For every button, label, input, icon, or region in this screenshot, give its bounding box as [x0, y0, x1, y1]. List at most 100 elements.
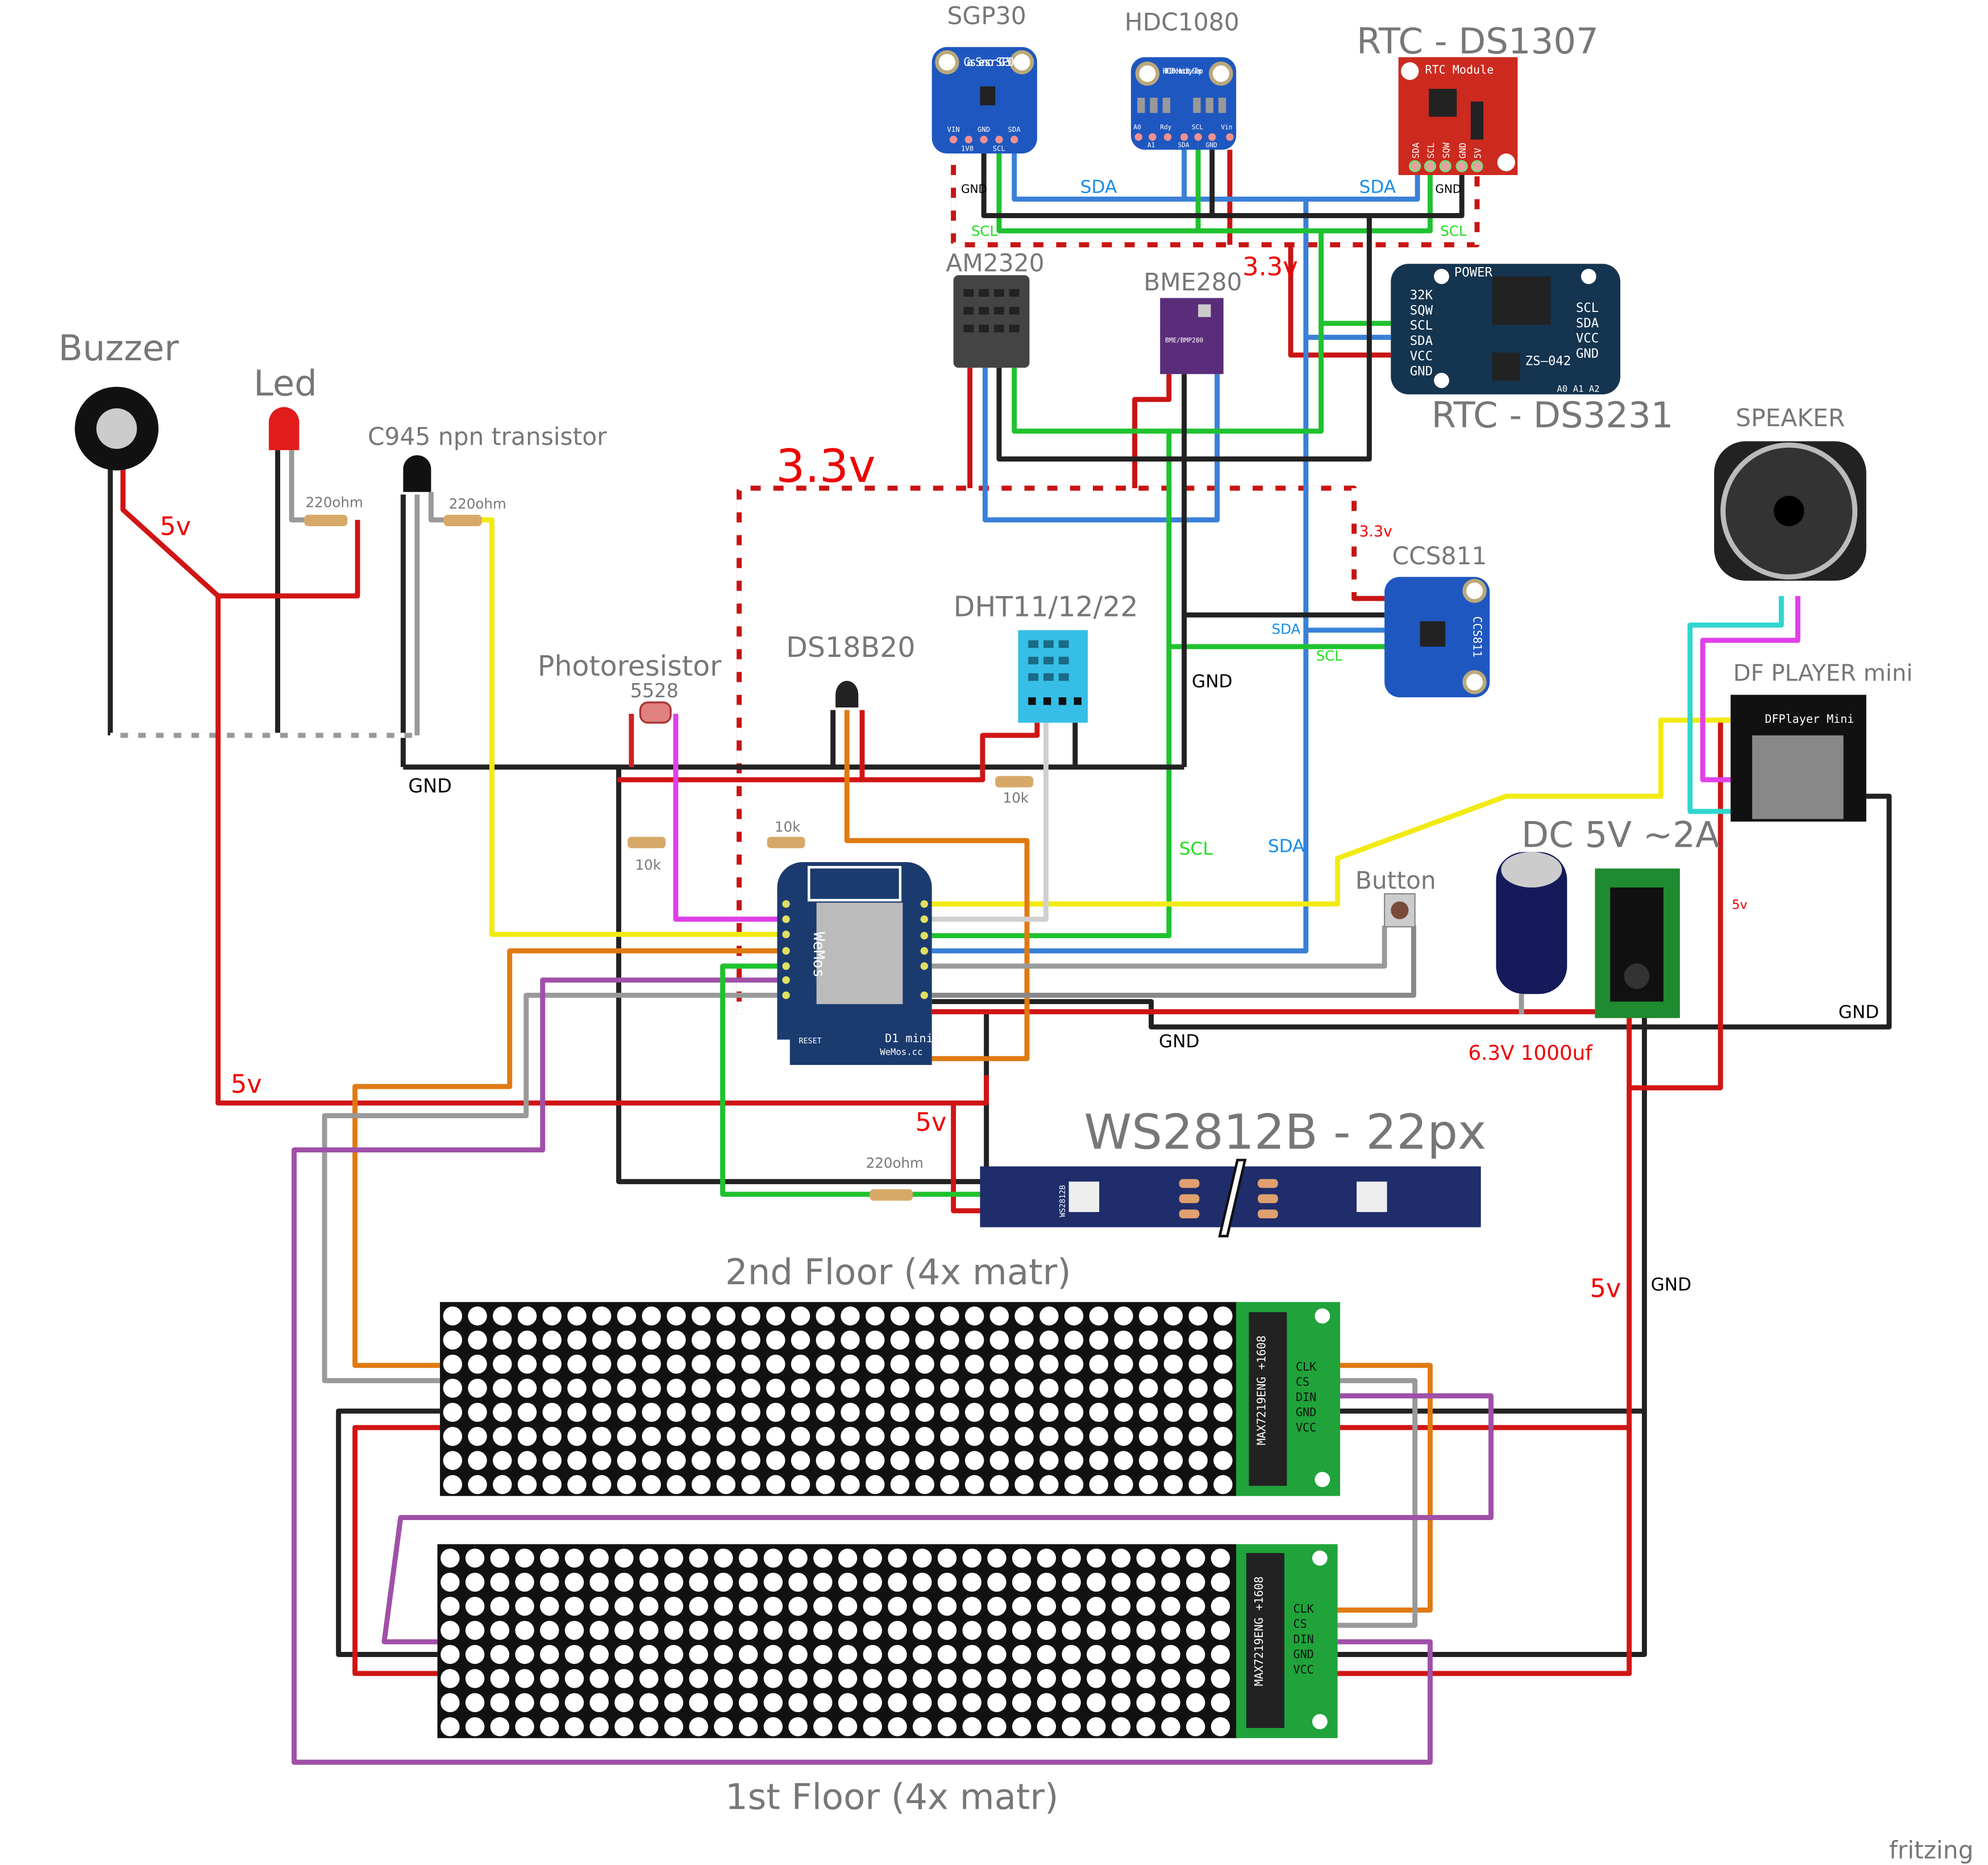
rtc-ds3231-module[interactable]: POWER 32K SQW SCL SDA VCC GND SCL SDA VC… [1391, 264, 1674, 436]
wire-magenta-speaker[interactable] [1700, 596, 1800, 782]
led[interactable]: Led [253, 363, 317, 523]
led-dot [716, 1354, 736, 1374]
resistor-ds18b20[interactable]: 10k [767, 819, 805, 848]
resistor-ws[interactable]: 220ohm [866, 1155, 924, 1201]
wire-black-button[interactable] [931, 925, 1416, 998]
led-dot [964, 1402, 984, 1422]
wire-gray-cs2[interactable] [1337, 1378, 1418, 1628]
resistor-dht[interactable]: 10k [995, 776, 1034, 806]
wire-sda-main[interactable] [931, 199, 1309, 954]
wire-scl[interactable] [996, 137, 1433, 234]
led-dot [1136, 1572, 1155, 1592]
led-dot [1211, 1548, 1230, 1568]
wire-green-ws[interactable] [720, 963, 980, 1197]
led-dot [1188, 1379, 1208, 1398]
wire-orange-clk[interactable] [352, 948, 777, 1368]
ccs811-sensor[interactable]: CCS811 CCS811 [1384, 542, 1490, 698]
wire-gnd-mleft[interactable] [336, 1408, 440, 1657]
matrix-2nd-floor[interactable]: 2nd Floor (4x matr) MAX7219ENG +1608 CLK… [440, 1251, 1341, 1496]
wire-gray-cs[interactable] [322, 992, 777, 1384]
led-dot [1161, 1548, 1180, 1568]
led-dot [714, 1621, 733, 1640]
led-dot [738, 1645, 758, 1664]
led-dot [1213, 1354, 1233, 1374]
led-dot [689, 1645, 708, 1664]
wire-scl-am[interactable] [1012, 368, 1169, 434]
dc-power-jack[interactable]: DC 5V ~2A [1521, 814, 1720, 1018]
wire-5v-led[interactable] [218, 519, 360, 599]
led-dot [738, 1717, 758, 1737]
wire-sda-bme[interactable] [982, 368, 1220, 523]
led-dot [664, 1596, 684, 1616]
pin-label: GND [1206, 141, 1217, 149]
led-dot [788, 1621, 808, 1640]
led-dot [791, 1427, 810, 1446]
led-dot [639, 1548, 659, 1568]
wires [107, 137, 1892, 1765]
led-dot [1161, 1596, 1180, 1616]
am2320-sensor[interactable]: AM2320 [946, 249, 1045, 368]
led-dot [1136, 1548, 1155, 1568]
wemos-d1-mini[interactable]: WeMos D1 mini RESET WeMos.cc [777, 862, 933, 1065]
wire-3v3-bus[interactable] [737, 149, 1480, 1014]
matrix-1st-floor[interactable]: MAX7219ENG +1608 CLK CS DIN GND VCC 1st … [437, 1544, 1338, 1818]
wire-5v-buzzer[interactable] [120, 469, 989, 1106]
wire-cyan-speaker[interactable] [1687, 596, 1784, 814]
led-dot [664, 1693, 684, 1712]
led-dot [1111, 1693, 1131, 1712]
resistor-transistor[interactable]: 220ohm [443, 496, 506, 527]
led-dot [468, 1451, 487, 1470]
led-dot [1037, 1548, 1057, 1568]
led-dot [1136, 1621, 1155, 1640]
wire-gray-dht[interactable] [931, 722, 1049, 922]
wire-5v-mleft[interactable] [352, 1425, 440, 1676]
led-dot [440, 1548, 460, 1568]
dht-sensor[interactable]: DHT11/12/22 [954, 590, 1138, 723]
led-dot [1186, 1669, 1205, 1688]
capacitor[interactable]: 6.3V 1000uf [1468, 852, 1593, 1065]
wire-yellow-tr[interactable] [471, 517, 777, 937]
pin-label: 5V [1473, 148, 1483, 159]
wire-orange-clk2[interactable] [1337, 1363, 1433, 1613]
wire-yellow-df[interactable] [931, 717, 1735, 907]
wire-sda[interactable] [1012, 137, 1420, 202]
wire-gnd-matrix[interactable] [1337, 1014, 1647, 1657]
wire-orange-ds18[interactable] [844, 710, 1030, 1061]
matrix-1st-pins: CLK CS DIN GND VCC [1293, 1602, 1313, 1676]
hdc1080-sensor[interactable]: HDC1080 HDC100x Humidity &Temp A0 A1 Rdy… [1125, 9, 1240, 150]
resistor-ldr[interactable]: 10k [627, 836, 666, 873]
led-dot [617, 1475, 637, 1495]
wire-gnd-power[interactable] [931, 793, 1892, 1030]
buzzer[interactable]: Buzzer [59, 327, 179, 471]
led-dot [791, 1402, 810, 1422]
wire-purple-din[interactable] [292, 977, 1433, 1765]
wire-purple-din2[interactable] [381, 1393, 1494, 1645]
sgp30-sensor[interactable]: SGP30 Gas Sensor SGP30 VIN 1V8 GND SCL S… [931, 2, 1037, 154]
pin-label: SDA [1178, 141, 1189, 149]
speaker[interactable]: SPEAKER [1714, 404, 1866, 581]
wire-gnd-i2c[interactable] [981, 137, 1465, 218]
resistor-led[interactable]: 220ohm [304, 494, 363, 527]
rtc-ds1307-module[interactable]: RTC - DS1307 RTC Module SDA SCL SQW GND … [1357, 20, 1599, 176]
bme280-sensor[interactable]: BME280 BME/BMP280 [1143, 268, 1242, 374]
wire-5v-power[interactable] [931, 1009, 1632, 1676]
led-dot [440, 1621, 460, 1640]
led-dot [589, 1621, 609, 1640]
led-dot [937, 1572, 957, 1592]
wire-gray-button[interactable] [931, 925, 1387, 969]
ds18b20-sensor[interactable]: DS18B20 [786, 631, 916, 708]
dfplayer-mini[interactable]: DF PLAYER mini DFPlayer Mini [1731, 660, 1913, 822]
pin-label: SCL [1576, 301, 1599, 315]
led-dot [617, 1402, 637, 1422]
led-dot [1014, 1451, 1034, 1470]
led-dot [1186, 1621, 1205, 1640]
c945-transistor[interactable]: C945 npn transistor [368, 423, 607, 523]
push-button[interactable]: Button [1355, 867, 1436, 928]
ws2812b-strip[interactable]: WS2812B - 22px WS2812B [980, 1104, 1486, 1238]
wire-5v-dht[interactable] [862, 722, 1040, 782]
wire-gnd-left[interactable] [616, 767, 987, 1184]
wire-magenta-ldr[interactable] [673, 714, 777, 922]
led-dot [962, 1717, 981, 1737]
photoresistor[interactable]: Photoresistor 5528 [538, 650, 722, 767]
wire-5v-ws[interactable] [951, 1103, 980, 1214]
